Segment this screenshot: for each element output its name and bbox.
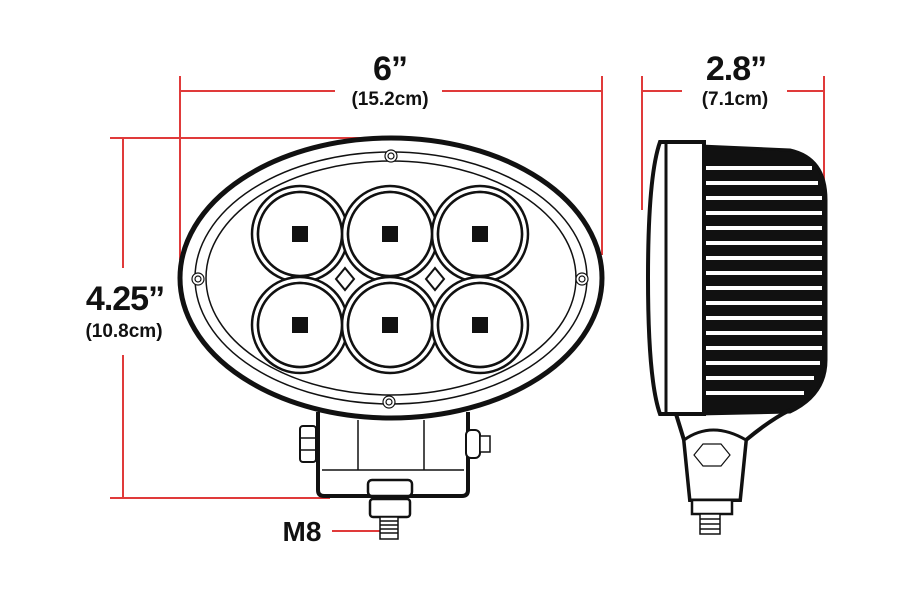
dimension-lines <box>110 76 825 532</box>
depth-imperial-label: 2.8” <box>705 50 767 88</box>
bolt-size-label: M8 <box>282 516 322 547</box>
width-metric-label: (15.2cm) <box>351 89 429 110</box>
led-array <box>250 184 530 375</box>
heatsink-fins <box>704 166 822 395</box>
led-chips <box>292 226 488 333</box>
height-metric-label: (10.8cm) <box>85 321 163 342</box>
screws <box>191 149 589 409</box>
height-imperial-label: 4.25” <box>85 280 165 318</box>
front-view <box>177 135 605 540</box>
mount-bracket <box>299 412 491 540</box>
side-view <box>645 140 828 535</box>
width-imperial-label: 6” <box>373 50 408 88</box>
depth-metric-label: (7.1cm) <box>701 89 769 110</box>
